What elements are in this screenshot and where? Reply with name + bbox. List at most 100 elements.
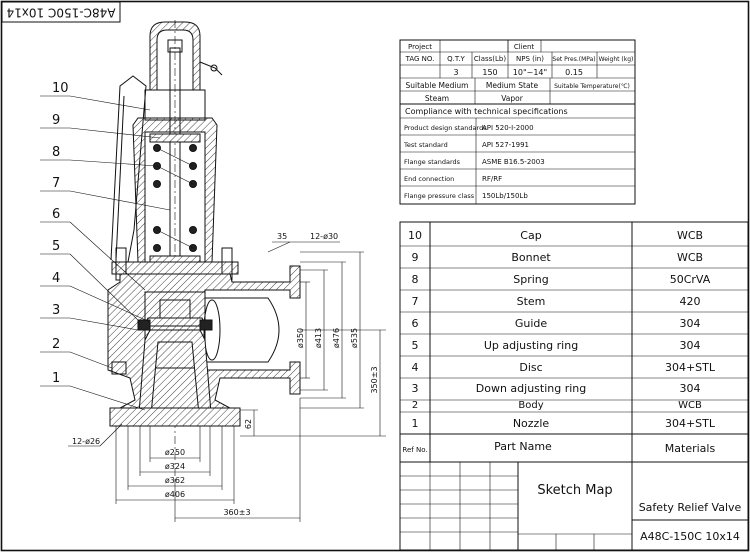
part-material: 50CrVA	[670, 273, 711, 286]
part-material: 304+STL	[665, 361, 716, 374]
dim-b250: ø250	[165, 448, 185, 457]
spec-project-label: Project	[408, 43, 432, 51]
part-no: 10	[408, 229, 422, 242]
part-no: 4	[412, 361, 419, 374]
parts-header-materials: Materials	[665, 442, 716, 455]
part-no: 7	[412, 295, 419, 308]
leader-1: 1	[52, 371, 60, 386]
part-material: 304	[680, 317, 701, 330]
valve-section	[107, 20, 301, 480]
leader-7: 7	[52, 176, 60, 191]
spec-compliance: Compliance with technical specifications	[405, 107, 568, 116]
spec-table-text: Project Client TAG NO. Q.T.Y Class(Lb) N…	[403, 43, 633, 200]
spec-setp-value: 0.15	[565, 68, 583, 77]
spec-class-label: Class(Lb)	[474, 55, 506, 63]
leader-numbers: 10 9 8 7 6 5 4 3 2 1	[52, 81, 69, 386]
disc	[143, 317, 207, 327]
part-no: 8	[412, 273, 419, 286]
spec-class-value: 150	[482, 68, 497, 77]
part-material: 304	[680, 339, 701, 352]
dim-w360: 360±3	[223, 508, 250, 517]
dim-d535: ø535	[350, 328, 359, 348]
spec-row-label: Flange standards	[404, 158, 461, 166]
part-no: 1	[412, 417, 419, 430]
spec-setp-label: Set Pres.(MPa)	[552, 56, 595, 63]
spec-row-value: RF/RF	[482, 175, 502, 183]
spec-qty-value: 3	[453, 68, 458, 77]
spec-nps-label: NPS (in)	[516, 55, 544, 63]
dim-d476: ø476	[332, 328, 341, 348]
part-name: Cap	[520, 229, 541, 242]
part-name: Disc	[519, 361, 542, 374]
drawing-code-box: A48C-150C 10x14	[1, 1, 121, 23]
spec-state-value: Vapor	[501, 94, 523, 103]
leader-2: 2	[52, 337, 60, 352]
spec-weight-label: Weight (kg)	[599, 56, 634, 63]
spec-row-value: API 527-1991	[482, 141, 529, 149]
dim-d413: ø413	[314, 328, 323, 348]
title-block-sketch-map: Sketch Map	[537, 483, 612, 498]
leader-6: 6	[52, 207, 60, 222]
dim-h350: 350±3	[370, 366, 379, 393]
part-name: Bonnet	[511, 251, 551, 264]
spec-row-label: Product design standards	[404, 124, 487, 132]
leader-lines	[40, 95, 171, 411]
part-material: WCB	[677, 251, 703, 264]
part-no: 3	[412, 382, 419, 395]
spec-table	[399, 39, 636, 205]
leader-8: 8	[52, 145, 60, 160]
leader-10: 10	[52, 81, 69, 96]
spec-state-label: Medium State	[486, 81, 539, 90]
part-material: 420	[680, 295, 701, 308]
dim-35: 35	[277, 232, 287, 241]
spec-temp-label: Suitable Temperature(℃)	[554, 83, 630, 90]
dim-bottom-holes: 12-ø26	[72, 437, 100, 446]
spring	[149, 133, 201, 265]
part-material: 304	[680, 382, 701, 395]
spec-row-label: Flange pressure class	[404, 192, 475, 200]
part-no: 6	[412, 317, 419, 330]
title-block	[399, 461, 749, 551]
leader-5: 5	[52, 239, 60, 254]
part-name: Stem	[517, 295, 546, 308]
spec-row-label: End connection	[404, 175, 454, 183]
parts-header-no: Ref No.	[402, 446, 427, 454]
dim-62: 62	[244, 419, 253, 429]
part-name: Guide	[515, 317, 548, 330]
dim-top-holes: 12-ø30	[310, 232, 338, 241]
spec-qty-label: Q.T.Y	[447, 55, 465, 63]
spec-medium-label: Suitable Medium	[406, 81, 469, 90]
part-name: Spring	[513, 273, 549, 286]
part-no: 5	[412, 339, 419, 352]
part-name: Body	[518, 400, 543, 411]
leader-3: 3	[52, 303, 60, 318]
part-no: 2	[412, 400, 418, 411]
title-block-model: A48C-150C 10x14	[640, 530, 740, 543]
dim-b324: ø324	[165, 462, 185, 471]
lifting-lever	[110, 75, 147, 263]
part-name: Nozzle	[513, 417, 550, 430]
dim-d350: ø350	[296, 328, 305, 348]
spec-row-value: 150Lb/150Lb	[482, 192, 528, 200]
parts-header-name: Part Name	[494, 440, 552, 453]
drawing-code: A48C-150C 10x14	[7, 6, 116, 20]
leader-9: 9	[52, 113, 60, 128]
spec-client-label: Client	[514, 43, 535, 51]
spec-nps-value: 10"~14"	[513, 68, 547, 77]
part-name: Down adjusting ring	[476, 382, 587, 395]
part-material: WCB	[678, 400, 702, 411]
part-material: 304+STL	[665, 417, 716, 430]
title-block-title: Safety Relief Valve	[639, 501, 742, 514]
part-name: Up adjusting ring	[484, 339, 578, 352]
spec-tag-label: TAG NO.	[405, 55, 435, 63]
part-no: 9	[412, 251, 419, 264]
leader-4: 4	[52, 271, 60, 286]
part-material: WCB	[677, 229, 703, 242]
spec-row-label: Test standard	[403, 141, 448, 149]
spec-medium-value: Steam	[425, 94, 449, 103]
parts-list-text: 10 Cap WCB 9 Bonnet WCB 8 Spring 50CrVA …	[402, 229, 715, 455]
dimensions: 35 12-ø30 ø350 ø413 ø476 ø535 350±3 62 1…	[68, 232, 386, 522]
spec-row-value: API 520-I-2000	[482, 124, 534, 132]
